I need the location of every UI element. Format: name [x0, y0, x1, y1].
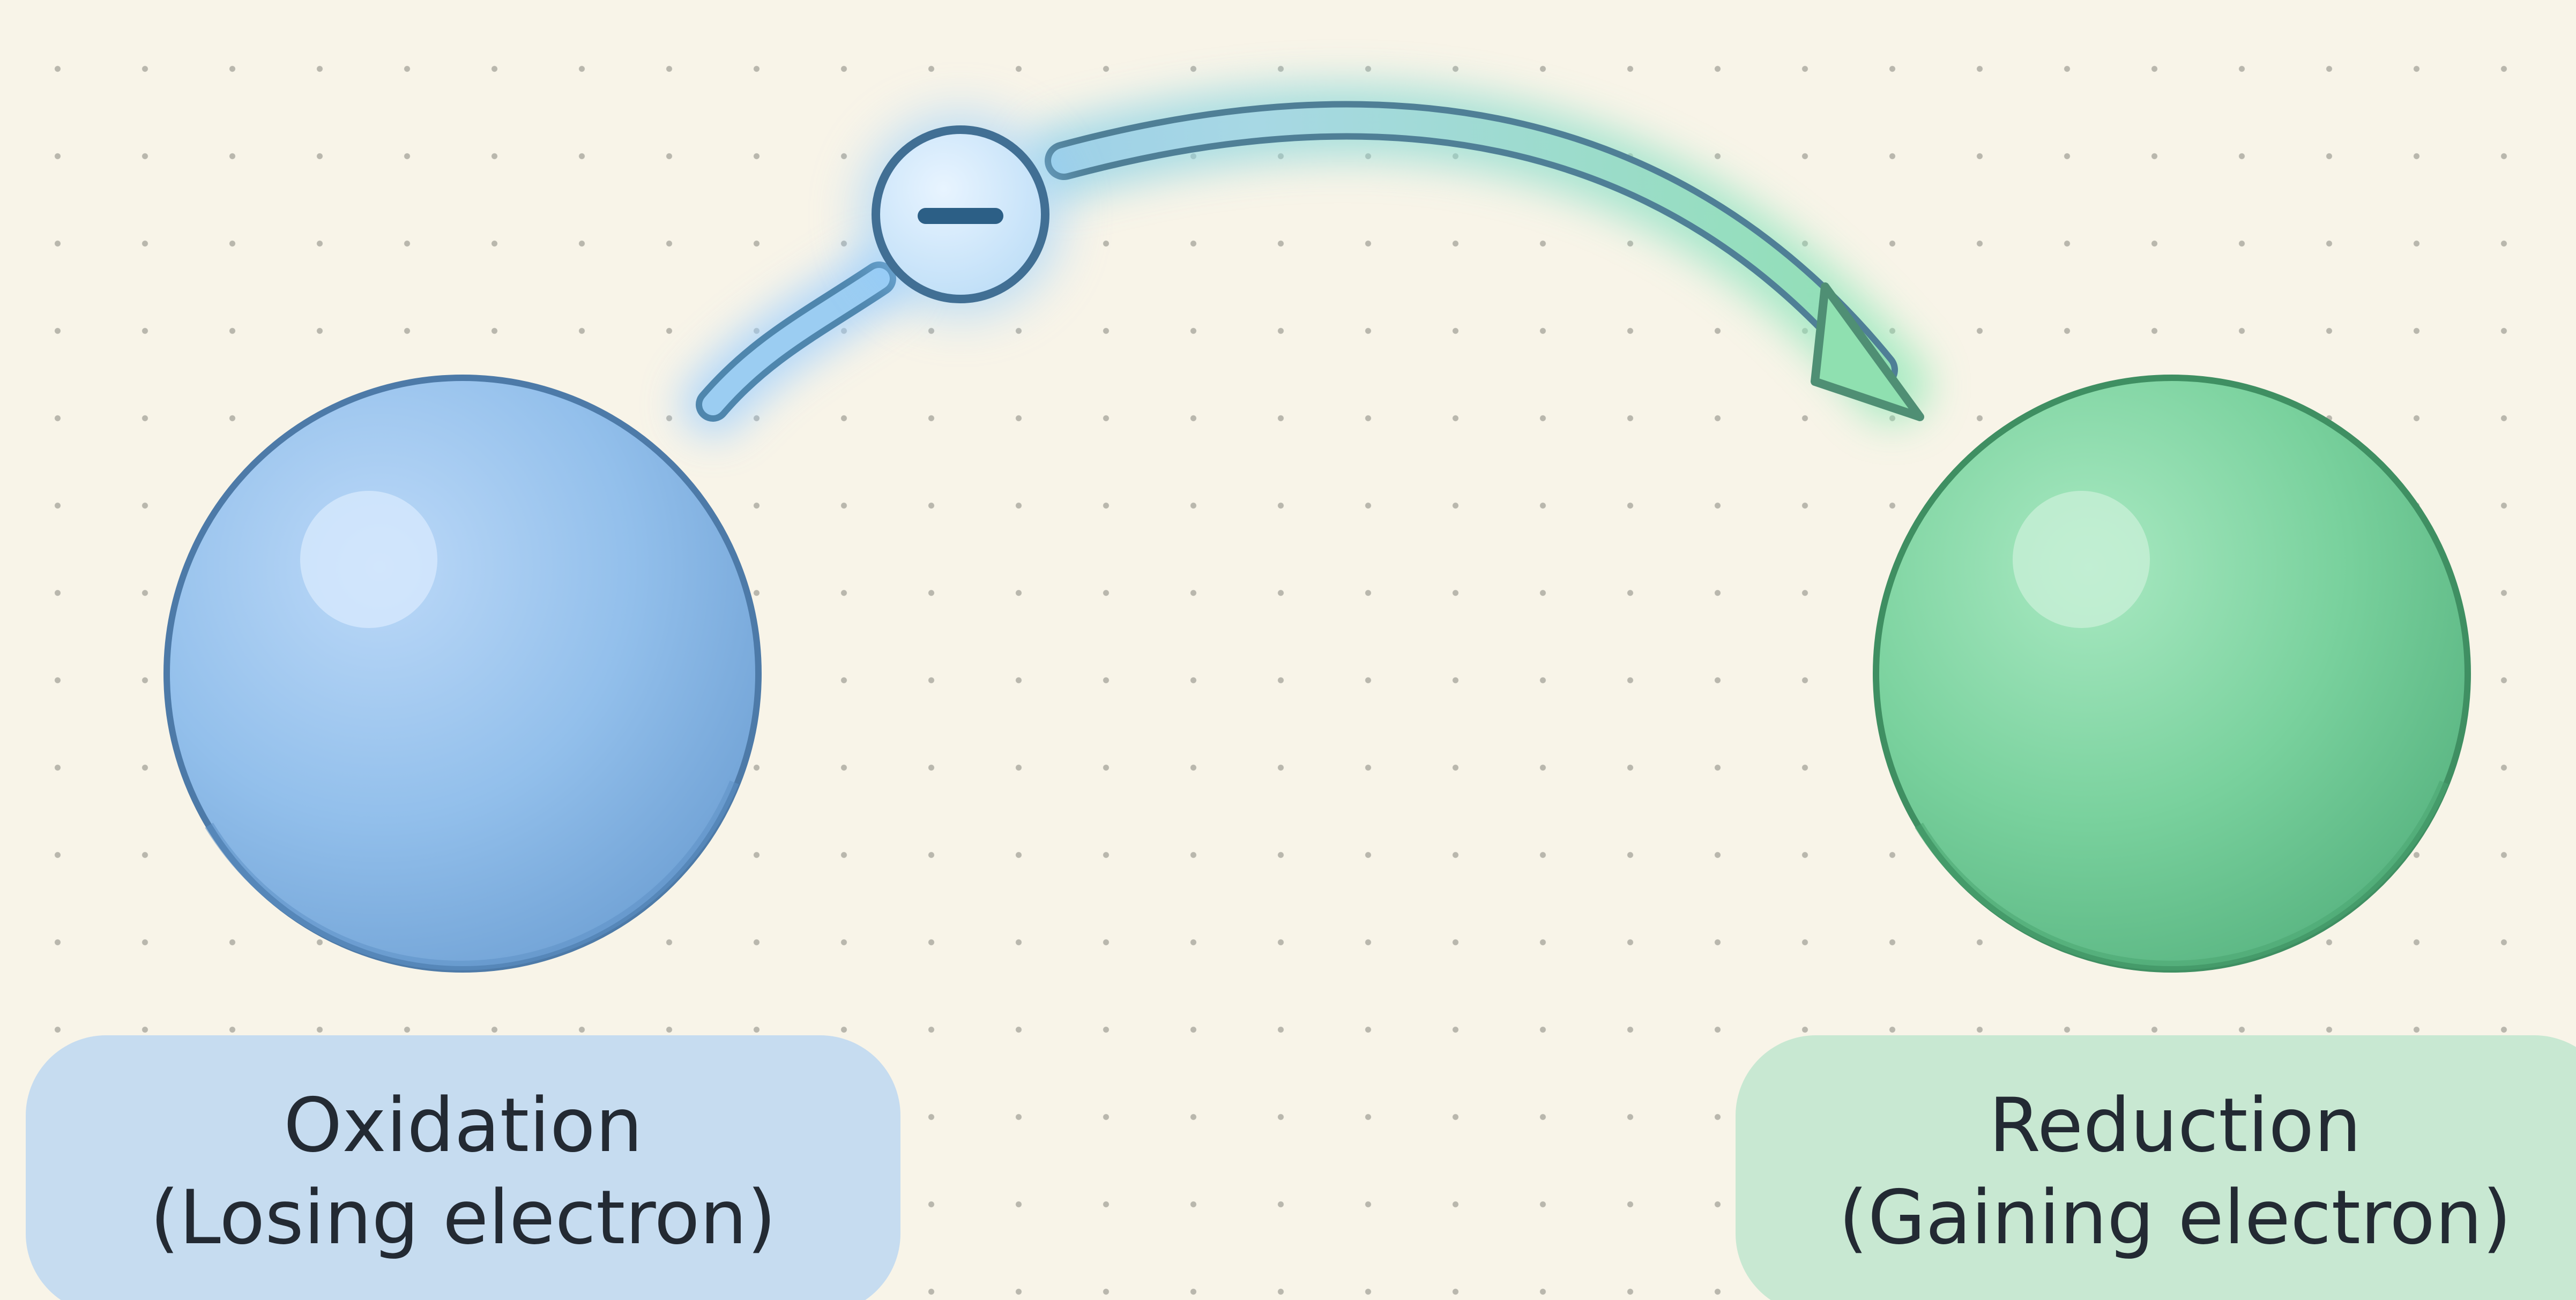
reduction-atom: [1873, 375, 2471, 973]
oxidation-subtitle: (Losing electron): [150, 1174, 776, 1261]
reduction-atom-highlight: [2013, 491, 2150, 628]
minus-sign-icon: [918, 208, 1003, 224]
oxidation-atom: [163, 375, 762, 973]
oxidation-title: Oxidation: [284, 1082, 643, 1169]
reduction-subtitle: (Gaining electron): [1838, 1174, 2512, 1261]
oxidation-atom-highlight: [300, 491, 437, 628]
reduction-title: Reduction: [1989, 1082, 2362, 1169]
transfer-arrowhead: [1811, 282, 1924, 421]
reduction-label: Reduction (Gaining electron): [1736, 1035, 2576, 1300]
oxidation-label: Oxidation (Losing electron): [26, 1035, 900, 1300]
electron-particle: [872, 125, 1049, 303]
